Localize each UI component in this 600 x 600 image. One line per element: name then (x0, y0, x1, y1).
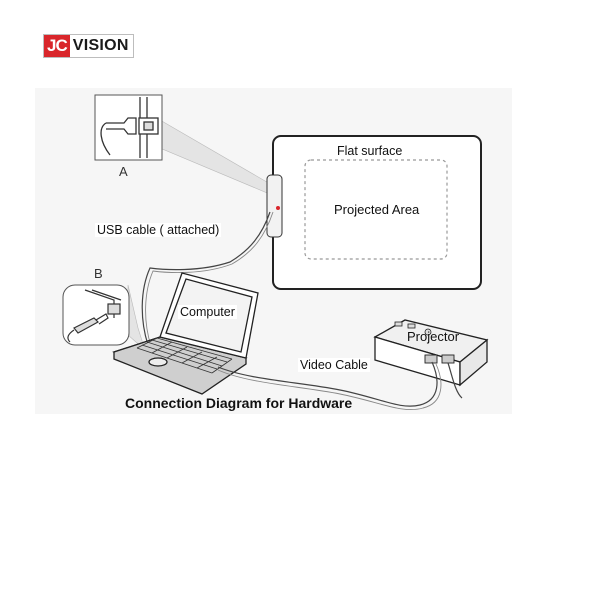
diagram-caption: Connection Diagram for Hardware (125, 395, 353, 411)
plug-b-icon (67, 289, 122, 343)
projected-area-label: Projected Area (334, 202, 420, 217)
video-cable-label: Video Cable (298, 358, 370, 372)
logo-mark: JC (44, 35, 70, 57)
projected-area (304, 159, 448, 260)
callout-b-label: B (94, 266, 103, 281)
magnifier-beam-a (159, 119, 273, 196)
video-cable (217, 361, 438, 407)
projector-icon (373, 319, 489, 387)
flat-surface-label: Flat surface (337, 144, 403, 158)
computer-label: Computer (178, 305, 237, 319)
brand-logo: JC VISION (43, 34, 134, 58)
projector-cable (447, 362, 463, 399)
sensor-led (276, 206, 280, 210)
usb-cable-label: USB cable ( attached) (95, 223, 222, 237)
callout-a-label: A (119, 164, 128, 179)
sensor-device (266, 174, 283, 238)
usb-cable (141, 211, 271, 346)
plug-a-icon (100, 97, 159, 158)
logo-word: VISION (69, 35, 133, 57)
projector-label: Projector (407, 329, 460, 344)
